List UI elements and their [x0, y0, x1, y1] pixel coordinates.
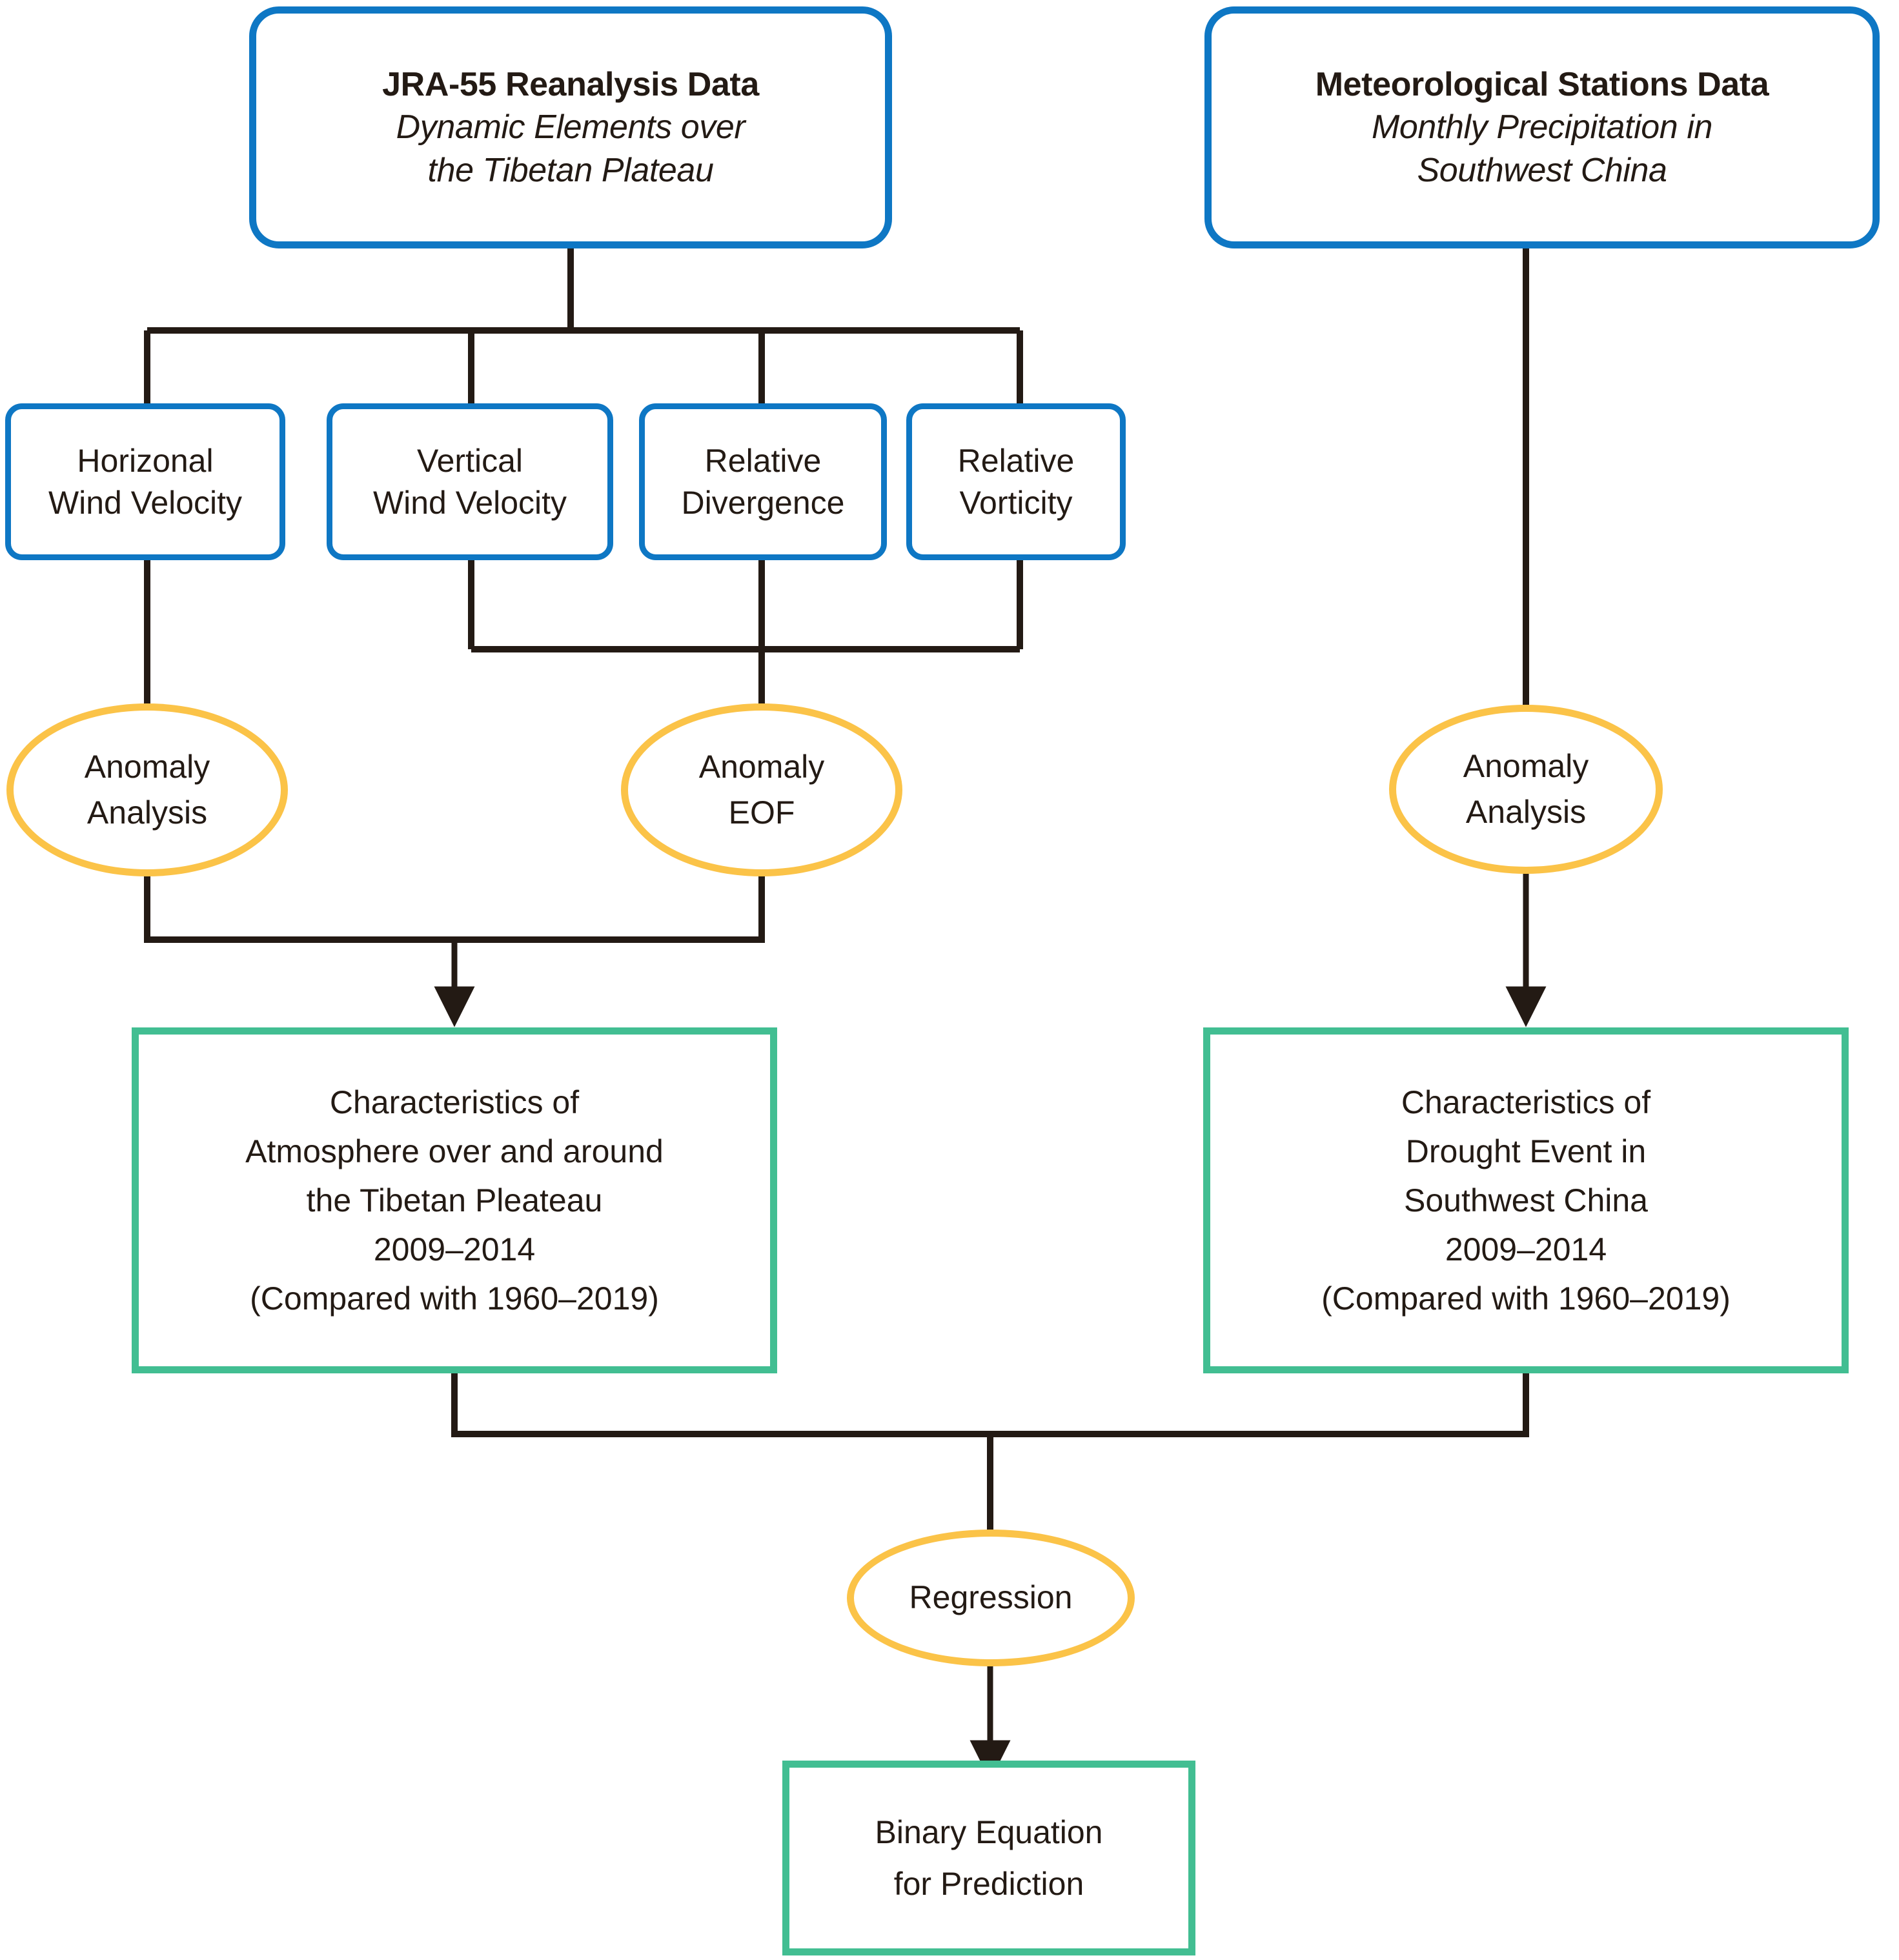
wire-left-ellipses-merge [144, 874, 765, 943]
jra55-subtitle-line1: Dynamic Elements over [396, 108, 746, 146]
variable-3-line1: Relative [704, 442, 822, 479]
process-ellipse-regression[interactable]: Regression [847, 1530, 1135, 1666]
atmosphere-line5: (Compared with 1960–2019) [250, 1280, 659, 1317]
atmosphere-line2: Atmosphere over and around [245, 1133, 664, 1169]
variable-box-horizonal-wind-velocity[interactable]: Horizonal Wind Velocity [5, 403, 285, 560]
variable-3-line2: Divergence [681, 484, 845, 521]
process-ellipse-anomaly-analysis-right[interactable]: Anomaly Analysis [1389, 705, 1663, 874]
equation-line2: for Prediction [893, 1866, 1084, 1902]
jra55-subtitle-line2: the Tibetan Plateau [427, 151, 714, 189]
anomaly-eof-line2: EOF [728, 794, 795, 831]
anomaly-analysis-left-line1: Anomaly [84, 749, 210, 785]
process-ellipse-anomaly-eof[interactable]: Anomaly EOF [621, 703, 902, 876]
variable-2-line1: Vertical [417, 442, 523, 479]
source-box-meteorological-stations[interactable]: Meteorological Stations Data Monthly Pre… [1204, 6, 1880, 248]
result-box-binary-equation[interactable]: Binary Equation for Prediction [782, 1761, 1195, 1955]
jra55-title: JRA-55 Reanalysis Data [382, 65, 759, 103]
variable-4-line1: Relative [957, 442, 1075, 479]
process-ellipse-anomaly-analysis-left[interactable]: Anomaly Analysis [6, 703, 288, 876]
drought-line2: Drought Event in [1405, 1133, 1647, 1169]
variable-box-relative-vorticity[interactable]: Relative Vorticity [906, 403, 1126, 560]
variable-4-line2: Vorticity [959, 484, 1073, 521]
drought-line3: Southwest China [1403, 1182, 1648, 1218]
source-box-jra55[interactable]: JRA-55 Reanalysis Data Dynamic Elements … [249, 6, 892, 248]
regression-label: Regression [909, 1579, 1073, 1616]
atmosphere-line3: the Tibetan Pleateau [306, 1182, 603, 1218]
variable-1-line2: Wind Velocity [48, 484, 243, 521]
atmosphere-line1: Characteristics of [329, 1084, 580, 1120]
variable-1-line1: Horizonal [77, 442, 214, 479]
stations-subtitle-line1: Monthly Precipitation in [1372, 108, 1712, 146]
anomaly-analysis-left-line2: Analysis [86, 794, 208, 831]
wire-results-merge [451, 1373, 1529, 1437]
stations-subtitle-line2: Southwest China [1417, 151, 1667, 189]
variable-2-line2: Wind Velocity [372, 484, 567, 521]
anomaly-analysis-right-line2: Analysis [1465, 794, 1587, 830]
drought-line5: (Compared with 1960–2019) [1321, 1280, 1731, 1317]
anomaly-eof-line1: Anomaly [698, 749, 825, 785]
result-box-drought-characteristics[interactable]: Characteristics of Drought Event in Sout… [1203, 1027, 1849, 1373]
result-box-atmosphere-characteristics[interactable]: Characteristics of Atmosphere over and a… [132, 1027, 777, 1373]
drought-line4: 2009–2014 [1445, 1231, 1607, 1268]
anomaly-analysis-right-line1: Anomaly [1463, 748, 1589, 784]
variable-box-relative-divergence[interactable]: Relative Divergence [639, 403, 887, 560]
drought-line1: Characteristics of [1401, 1084, 1651, 1120]
atmosphere-line4: 2009–2014 [373, 1231, 536, 1268]
variable-box-vertical-wind-velocity[interactable]: Vertical Wind Velocity [327, 403, 613, 560]
stations-title: Meteorological Stations Data [1315, 65, 1769, 103]
equation-line1: Binary Equation [875, 1814, 1103, 1850]
